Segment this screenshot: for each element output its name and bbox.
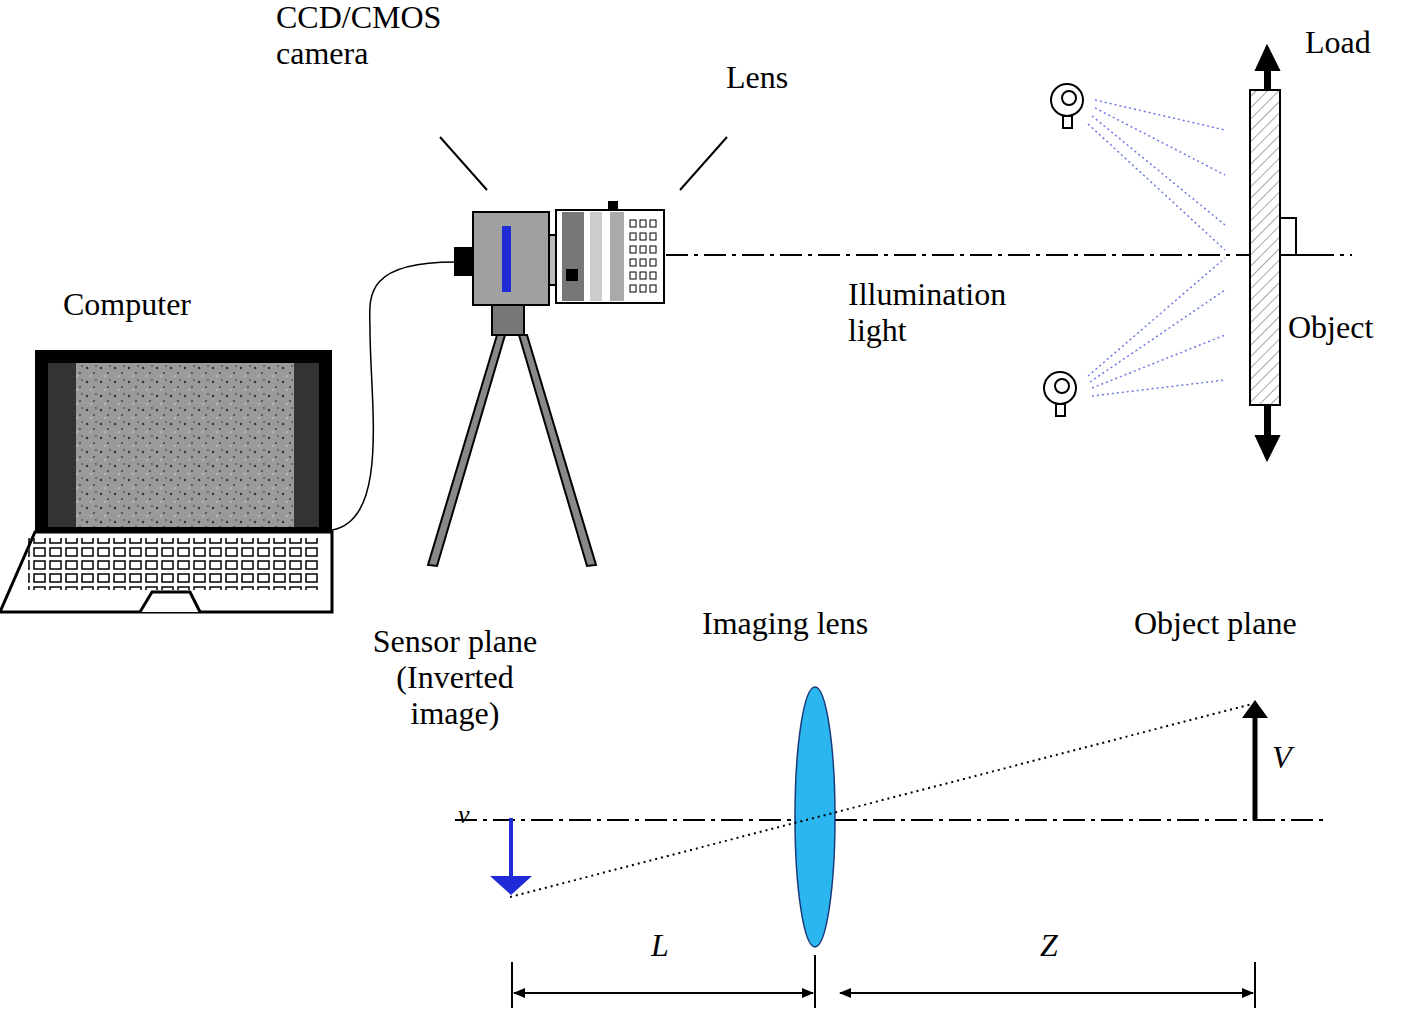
ccd-camera [455, 212, 559, 305]
grip-dot [640, 272, 646, 279]
object-height-symbol: V [1272, 740, 1292, 776]
grip-dot [630, 272, 636, 279]
computer-label: Computer [63, 287, 191, 323]
illumination-lamp [1044, 84, 1083, 416]
grip-dot [650, 233, 656, 240]
distance-symbol: L [651, 928, 669, 964]
object-arrow [1242, 700, 1268, 820]
illumination-label: Illumination light [848, 277, 1048, 349]
leader-line [680, 137, 727, 190]
chief-ray [510, 704, 1252, 897]
camera-cable [332, 262, 455, 530]
grip-dot [630, 220, 636, 227]
grip-dot [630, 246, 636, 253]
camera-lens [556, 202, 664, 303]
leader-line [440, 137, 487, 190]
object-label: Object [1288, 310, 1373, 346]
lens-grip-dots [630, 220, 656, 292]
lens-label: Lens [726, 60, 788, 96]
imaging-lens-symbol [795, 687, 835, 947]
tripod [428, 305, 596, 566]
image-arrow [490, 818, 532, 895]
grip-dot [640, 259, 646, 266]
optical-axis [455, 819, 1325, 821]
distance-symbol: Z [1040, 928, 1058, 964]
grip-dot [650, 220, 656, 227]
test-object [1250, 46, 1312, 460]
grip-dot [640, 285, 646, 292]
imaging-lens-label: Imaging lens [702, 606, 868, 642]
grip-dot [650, 246, 656, 253]
grip-dot [640, 220, 646, 227]
load-label: Load [1305, 25, 1371, 61]
grip-dot [640, 233, 646, 240]
grip-dot [640, 246, 646, 253]
grip-dot [630, 285, 636, 292]
grip-dot [650, 272, 656, 279]
grip-dot [630, 233, 636, 240]
object-plane-label: Object plane [1134, 606, 1297, 642]
grip-dot [650, 259, 656, 266]
image-height-symbol: v [458, 800, 470, 829]
dimension-lines [512, 955, 1255, 1008]
grip-dot [630, 259, 636, 266]
sensor-plane-label: Sensor plane (Inverted image) [355, 624, 555, 731]
grip-dot [650, 285, 656, 292]
light-rays [1088, 100, 1225, 396]
camera-label: CCD/CMOS camera [276, 0, 476, 72]
laptop-computer [0, 350, 332, 612]
